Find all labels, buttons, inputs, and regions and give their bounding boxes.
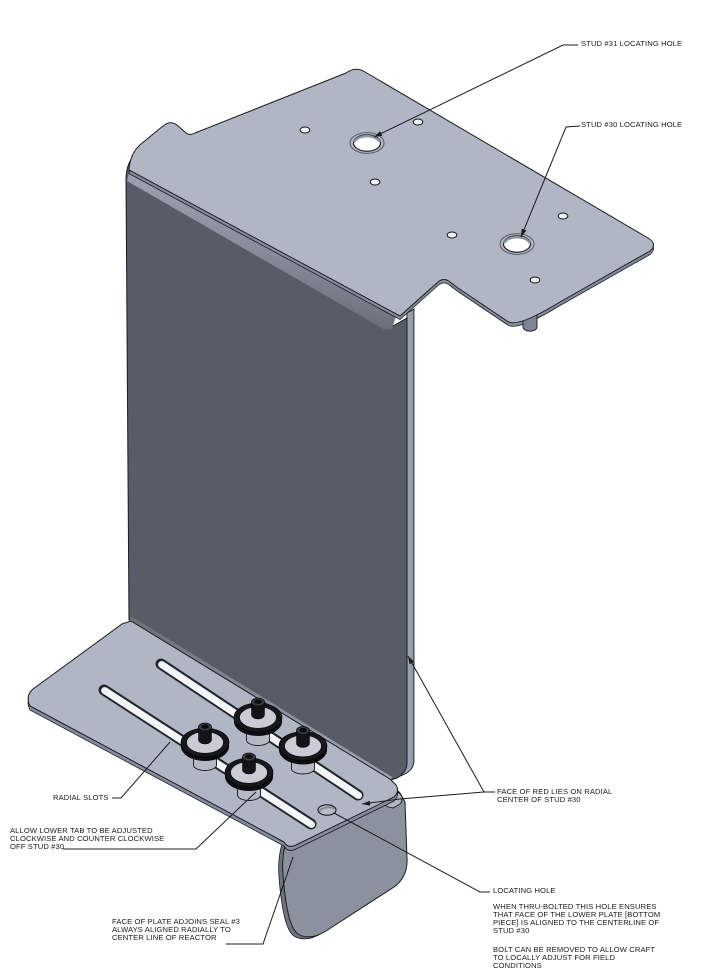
arrowhead: [362, 800, 371, 806]
annotation-thru-bolted-note: WHEN THRU-BOLTED THIS HOLE ENSURES THAT …: [493, 902, 661, 935]
stud31-locating-hole: [349, 132, 385, 154]
annotation-radial-slots: RADIAL SLOTS: [53, 793, 109, 802]
annotation-face-of-plate: FACE OF PLATE ADJOINS SEAL #3 ALWAYS ALI…: [112, 917, 240, 942]
annotation-allow-lower-tab: ALLOW LOWER TAB TO BE ADJUSTED CLOCKWISE…: [10, 826, 165, 851]
leader-face-of-plate: [226, 856, 294, 945]
annotation-bolt-removed-note: BOLT CAN BE REMOVED TO ALLOW CRAFT TO LO…: [493, 945, 656, 970]
bottom-locating-hole: [317, 804, 337, 816]
leader-lines: [63, 44, 581, 945]
leader-locating-hole: [333, 812, 490, 893]
leader-stud31: [373, 44, 578, 138]
bottom-plate: [27, 620, 399, 851]
top-plate-face: [128, 68, 654, 324]
annotation-stud30: STUD #30 LOCATING HOLE: [581, 120, 683, 129]
pilot-holes: [299, 118, 569, 284]
web-face: [125, 150, 408, 781]
leader-allow-lower-tab: [63, 791, 257, 850]
arrowhead: [521, 228, 527, 237]
leader-stud30: [520, 125, 581, 238]
arrowhead: [408, 656, 415, 665]
annotation-face-of-red: FACE OF RED LIES ON RADIAL CENTER OF STU…: [497, 787, 613, 804]
leader-radial-slots: [112, 741, 171, 799]
leader-face-of-red-lower: [361, 791, 485, 805]
stud30-locating-hole: [499, 233, 535, 255]
arrowhead: [374, 131, 383, 137]
annotation-locating-hole: LOCATING HOLE: [493, 886, 556, 895]
top-plate: [128, 68, 654, 332]
annotation-stud31: STUD #31 LOCATING HOLE: [581, 39, 683, 48]
